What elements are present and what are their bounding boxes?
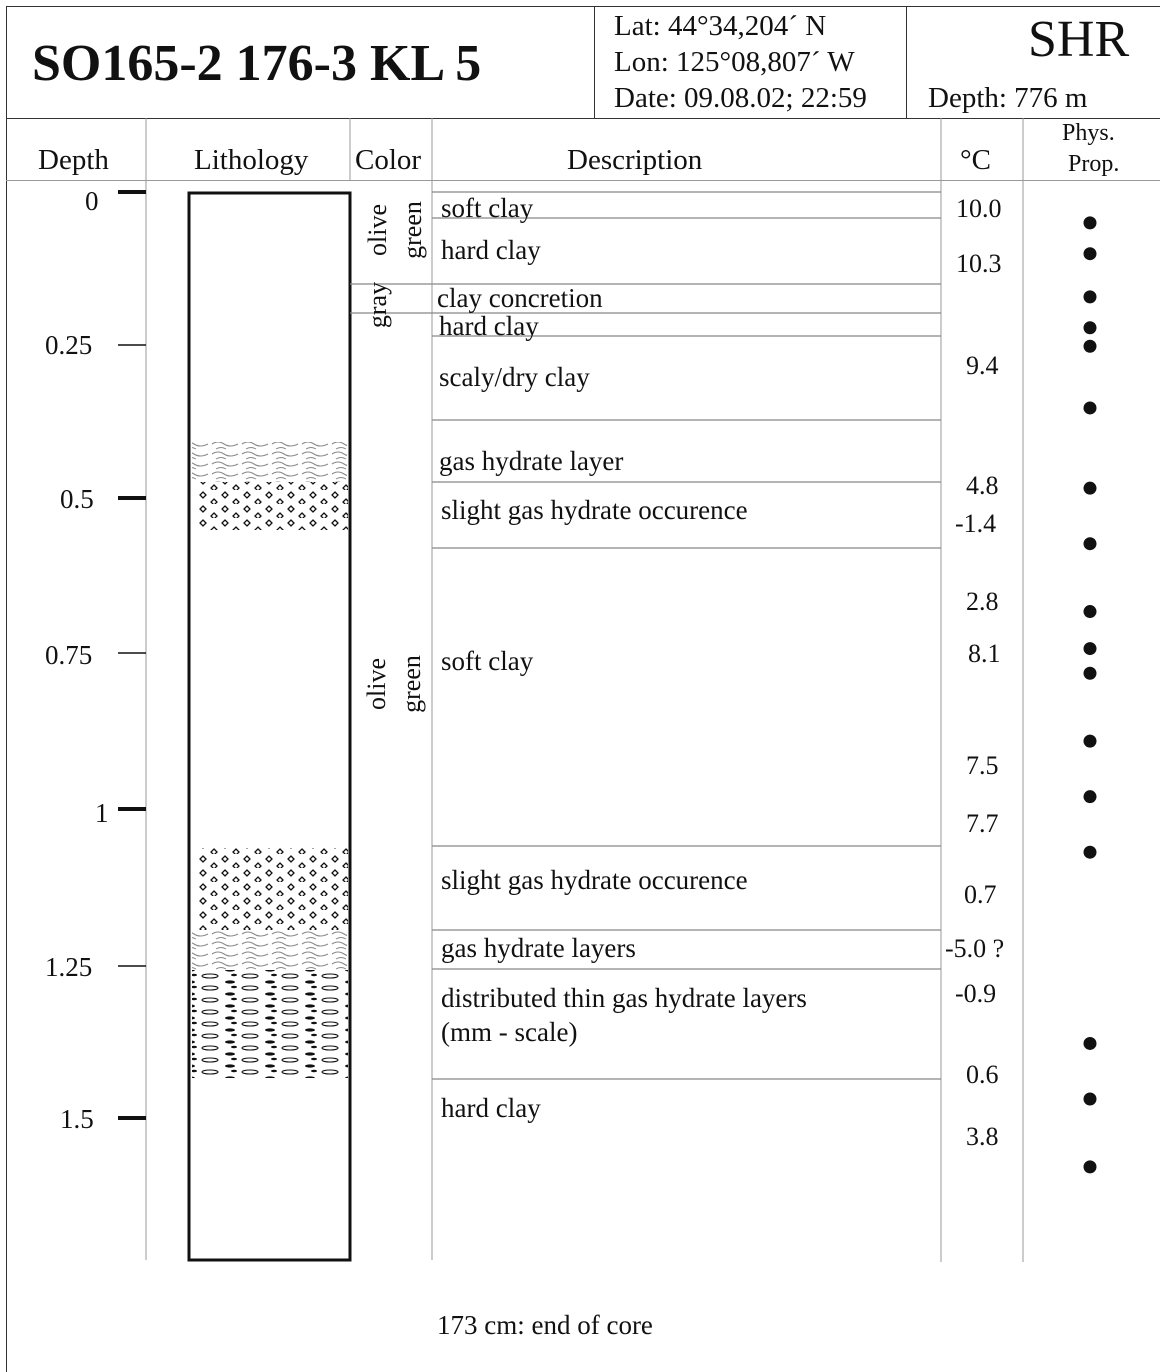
- column-depth: Depth: [38, 144, 109, 176]
- phys-prop-sample-dot: [1083, 290, 1097, 304]
- phys-prop-sample-dot: [1083, 790, 1097, 804]
- core-outline: [187, 191, 352, 1262]
- phys-prop-sample-dot: [1083, 401, 1097, 415]
- phys-prop-sample-dot: [1083, 537, 1097, 551]
- lithology-gas-hydrate-layer: [192, 442, 347, 482]
- temperature-value: 9.4: [966, 351, 999, 380]
- header-sep-1: [594, 6, 595, 118]
- depth-label: 0.5: [60, 484, 94, 514]
- phys-prop-sample-dot: [1083, 734, 1097, 748]
- lithology-slight-gas-hydrate: [196, 482, 348, 530]
- temperature-value: 0.7: [964, 880, 997, 909]
- temperature-value: 7.5: [966, 751, 999, 780]
- color-olive-mid: olive: [362, 658, 391, 710]
- phys-prop-sample-dot: [1083, 321, 1097, 335]
- depth-label: 0.25: [45, 330, 93, 360]
- column-description: Description: [567, 144, 703, 176]
- description: slight gas hydrate occurence: [441, 495, 748, 525]
- depth-ticks: [118, 190, 146, 1120]
- depth-label: 1.5: [60, 1104, 94, 1134]
- header-divider: [6, 118, 1160, 119]
- color-green-mid: green: [397, 655, 426, 713]
- phys-prop-sample-dot: [1083, 666, 1097, 680]
- phys-prop-sample-dot: [1083, 216, 1097, 230]
- depth-label: 1.25: [45, 952, 93, 982]
- description: soft clay: [441, 193, 534, 223]
- column-header-divider: [6, 180, 1160, 181]
- longitude: Lon: 125°08,807´ W: [614, 46, 855, 78]
- temperature-value: 8.1: [968, 639, 1001, 668]
- temperature-value: 3.8: [966, 1122, 999, 1151]
- description: hard clay: [441, 1093, 541, 1123]
- column-lithology: Lithology: [194, 144, 309, 176]
- phys-prop-sample-dot: [1083, 1092, 1097, 1106]
- latitude: Lat: 44°34,204´ N: [614, 10, 827, 42]
- description: gas hydrate layer: [439, 446, 624, 476]
- description: (mm - scale): [441, 1017, 578, 1047]
- temperature-value: 10.0: [956, 194, 1002, 223]
- phys-prop-sample-dot: [1083, 247, 1097, 261]
- temperature-value: -5.0 ?: [945, 934, 1005, 963]
- frame-top: [6, 6, 1160, 7]
- phys-prop-sample-dot: [1083, 1036, 1097, 1050]
- color-olive-top: olive: [363, 204, 392, 256]
- description: soft clay: [441, 646, 534, 676]
- depth-label: 1: [95, 798, 109, 828]
- temperature-value: 7.7: [966, 809, 999, 838]
- water-depth: Depth: 776 m: [928, 82, 1088, 114]
- color-gray: gray: [363, 281, 392, 329]
- phys-prop-sample-dot: [1083, 481, 1097, 495]
- description: hard clay: [439, 311, 539, 341]
- column-phys-prop-1: Phys.: [1062, 120, 1115, 146]
- depth-label: 0: [85, 186, 99, 216]
- temperature-value: 0.6: [966, 1060, 999, 1089]
- frame-left: [6, 6, 7, 1372]
- description: slight gas hydrate occurence: [441, 865, 748, 895]
- column-color: Color: [355, 144, 422, 176]
- column-phys-prop-2: Prop.: [1068, 151, 1120, 177]
- phys-prop-sample-dot: [1083, 605, 1097, 619]
- description: gas hydrate layers: [441, 933, 636, 963]
- lithology-slight-gas-hydrate-2: [196, 848, 348, 930]
- lithology-gas-hydrate-layers: [192, 930, 347, 970]
- column-temperature: °C: [960, 144, 991, 176]
- temperature-value: -0.9: [955, 979, 997, 1008]
- phys-prop-sample-dot: [1083, 339, 1097, 353]
- phys-prop-dots: [1083, 216, 1097, 1174]
- description: hard clay: [441, 235, 541, 265]
- interval-lines: [350, 191, 941, 1080]
- temperature-value: 2.8: [966, 587, 999, 616]
- description: clay concretion: [437, 283, 603, 313]
- temperature-value: 10.3: [956, 249, 1002, 278]
- description: scaly/dry clay: [439, 362, 590, 392]
- lithology-thin-hydrate-layers: [192, 970, 348, 1078]
- temperature-value: 4.8: [966, 471, 999, 500]
- phys-prop-sample-dot: [1083, 845, 1097, 859]
- site-code: SHR: [1028, 11, 1130, 68]
- core-id-title: SO165-2 176-3 KL 5: [32, 35, 482, 92]
- header-sep-2: [906, 6, 907, 118]
- phys-prop-sample-dot: [1083, 642, 1097, 656]
- color-green-top: green: [398, 201, 427, 259]
- date: Date: 09.08.02; 22:59: [614, 82, 867, 114]
- depth-label: 0.75: [45, 640, 93, 670]
- end-of-core-note: 173 cm: end of core: [437, 1310, 653, 1340]
- phys-prop-sample-dot: [1083, 1160, 1097, 1174]
- temperature-value: -1.4: [955, 509, 997, 538]
- description: distributed thin gas hydrate layers: [441, 983, 807, 1013]
